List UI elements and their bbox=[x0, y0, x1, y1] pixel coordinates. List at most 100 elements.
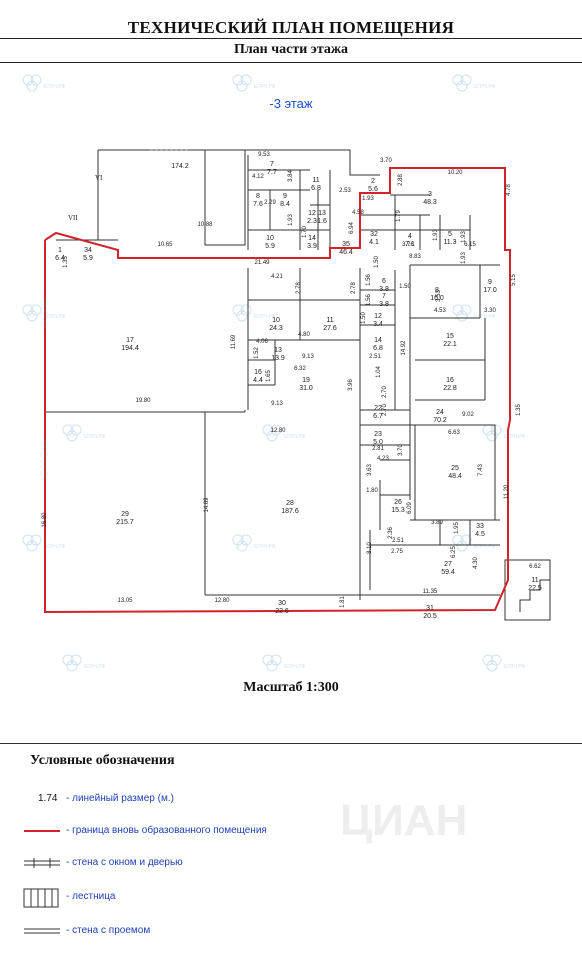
room-area: 6.8 bbox=[311, 185, 321, 192]
room-label: 47.1 bbox=[405, 233, 415, 248]
watermark-text: ЕГРН.РФ bbox=[44, 84, 66, 90]
room-area: 2.3 bbox=[307, 218, 317, 225]
room-number: 26 bbox=[394, 499, 402, 506]
room-area: 31.0 bbox=[299, 385, 313, 392]
room-label: 143.9 bbox=[307, 235, 317, 250]
room-area: 7.7 bbox=[267, 169, 277, 176]
room-number: 30 bbox=[278, 600, 286, 607]
dimension-label: 11.69 bbox=[231, 334, 237, 349]
dimension-label: 9.13 bbox=[271, 401, 283, 407]
room-label: 116.8 bbox=[311, 177, 321, 192]
room-area: 13.9 bbox=[271, 355, 285, 362]
room-area: 17.0 bbox=[483, 287, 497, 294]
dimension-label: 1.50 bbox=[399, 284, 411, 290]
room-label: 16.4 bbox=[55, 247, 65, 262]
dimension-label: 16.80 bbox=[42, 512, 48, 528]
legend-item-label: - линейный размер (м.) bbox=[66, 793, 174, 804]
watermark-text: ЕГРН.РФ bbox=[504, 434, 526, 440]
room-number: 33 bbox=[476, 523, 484, 530]
room-area: 7.6 bbox=[253, 201, 263, 208]
room-area: 3.4 bbox=[373, 321, 383, 328]
room-label: 77.7 bbox=[267, 161, 277, 176]
room-area: 5.9 bbox=[83, 255, 93, 262]
room-area: 5.0 bbox=[373, 439, 383, 446]
legend-item-linear-dimension: 1.74 - линейный размер (м.) bbox=[0, 790, 582, 810]
watermark-logo: ЕГРН.РФ bbox=[232, 74, 276, 92]
room-area: 187.6 bbox=[281, 508, 299, 515]
dimension-label: 6.09 bbox=[407, 502, 413, 514]
room-number: 3 bbox=[428, 191, 432, 198]
dimension-label: 1.70 bbox=[302, 226, 308, 238]
room-label: 122.3 bbox=[307, 210, 317, 225]
wall-window-door-icon bbox=[24, 858, 60, 868]
room-area: 4.4 bbox=[253, 377, 263, 384]
watermark-logo: ЕГРН.РФ bbox=[452, 74, 496, 92]
room-number: 1 bbox=[58, 247, 62, 254]
dimension-label: 1.56 bbox=[366, 274, 372, 286]
watermark-text: ЕГРН.РФ bbox=[44, 314, 66, 320]
room-number: 13 bbox=[318, 210, 326, 217]
dimension-label: 2.75 bbox=[391, 549, 403, 555]
room-area: 24.3 bbox=[269, 325, 283, 332]
room-area: 1.6 bbox=[317, 218, 327, 225]
room-number: 9 bbox=[488, 279, 492, 286]
dimension-label: 3.96 bbox=[348, 379, 354, 391]
room-label: 73.8 bbox=[379, 293, 389, 308]
room-number: 6 bbox=[382, 278, 386, 285]
room-number: 23 bbox=[374, 431, 382, 438]
room-area: 4.1 bbox=[369, 239, 379, 246]
subtitle-divider bbox=[0, 62, 582, 63]
dimension-label: 1.80 bbox=[366, 488, 378, 494]
room-number: 8 bbox=[435, 287, 439, 294]
watermark-text: ЕГРН.РФ bbox=[474, 314, 496, 320]
room-number: 11 bbox=[312, 177, 319, 184]
dimension-label: 4.78 bbox=[506, 184, 512, 196]
room-area: 3.8 bbox=[379, 286, 389, 293]
dimension-label: 1.65 bbox=[266, 370, 272, 382]
room-number: 28 bbox=[286, 500, 294, 507]
dimension-label: 3.30 bbox=[484, 308, 496, 314]
dimension-label: 4.06 bbox=[256, 339, 268, 345]
room-number: 15 bbox=[446, 333, 454, 340]
dimension-label: 3.53 bbox=[436, 290, 442, 302]
room-label: 105.9 bbox=[265, 235, 275, 250]
watermark-logo: ЕГРН.РФ bbox=[22, 74, 66, 92]
room-number: 24 bbox=[436, 409, 444, 416]
room-label: 511.3 bbox=[443, 231, 456, 246]
room-number: 10 bbox=[272, 317, 280, 324]
dimension-label: 10.20 bbox=[447, 170, 463, 176]
room-number: 27 bbox=[444, 561, 452, 568]
watermark-text: ЕГРН.РФ bbox=[474, 544, 496, 550]
room-number: 16 bbox=[446, 377, 454, 384]
red-line-icon bbox=[24, 830, 60, 832]
room-label: 146.8 bbox=[373, 337, 383, 352]
dimension-label: 1.52 bbox=[254, 347, 260, 359]
room-number: 12 bbox=[374, 313, 382, 320]
dimension-label: 1.35 bbox=[516, 404, 522, 416]
dimension-label: 4.12 bbox=[252, 174, 264, 180]
room-number: 16 bbox=[254, 369, 262, 376]
room-number: 7 bbox=[270, 161, 274, 168]
room-area: 8.4 bbox=[280, 201, 290, 208]
room-area: 6.7 bbox=[373, 413, 383, 420]
watermark-logo: ЕГРН.РФ bbox=[482, 654, 526, 672]
dimension-label: 1.93 bbox=[433, 229, 439, 241]
dimension-label: 3.70 bbox=[398, 444, 404, 456]
legend-item-label: - граница вновь образованного помещения bbox=[66, 825, 267, 836]
dimension-label: 1.93 bbox=[288, 214, 294, 226]
room-label: 63.8 bbox=[379, 278, 389, 293]
floor-plan: ЕГРН.РФ ЕГРН.РФ ЕГРН.РФ ЕГРН.РФ ЕГРН.РФ ЕГРН.… bbox=[22, 74, 551, 672]
legend-item-label: - стена с проемом bbox=[66, 925, 151, 936]
room-number: 25 bbox=[451, 465, 459, 472]
watermark-pattern: ЕГРН.РФ ЕГРН.РФ ЕГРН.РФ ЕГРН.РФ ЕГРН.РФ ЕГРН.… bbox=[22, 74, 526, 672]
dimension-label: 7.43 bbox=[478, 464, 484, 476]
room-area: 46.4 bbox=[339, 249, 353, 256]
room-number: 13 bbox=[274, 347, 282, 354]
legend-item-wall-window: - стена с окном и дверью bbox=[0, 854, 582, 874]
